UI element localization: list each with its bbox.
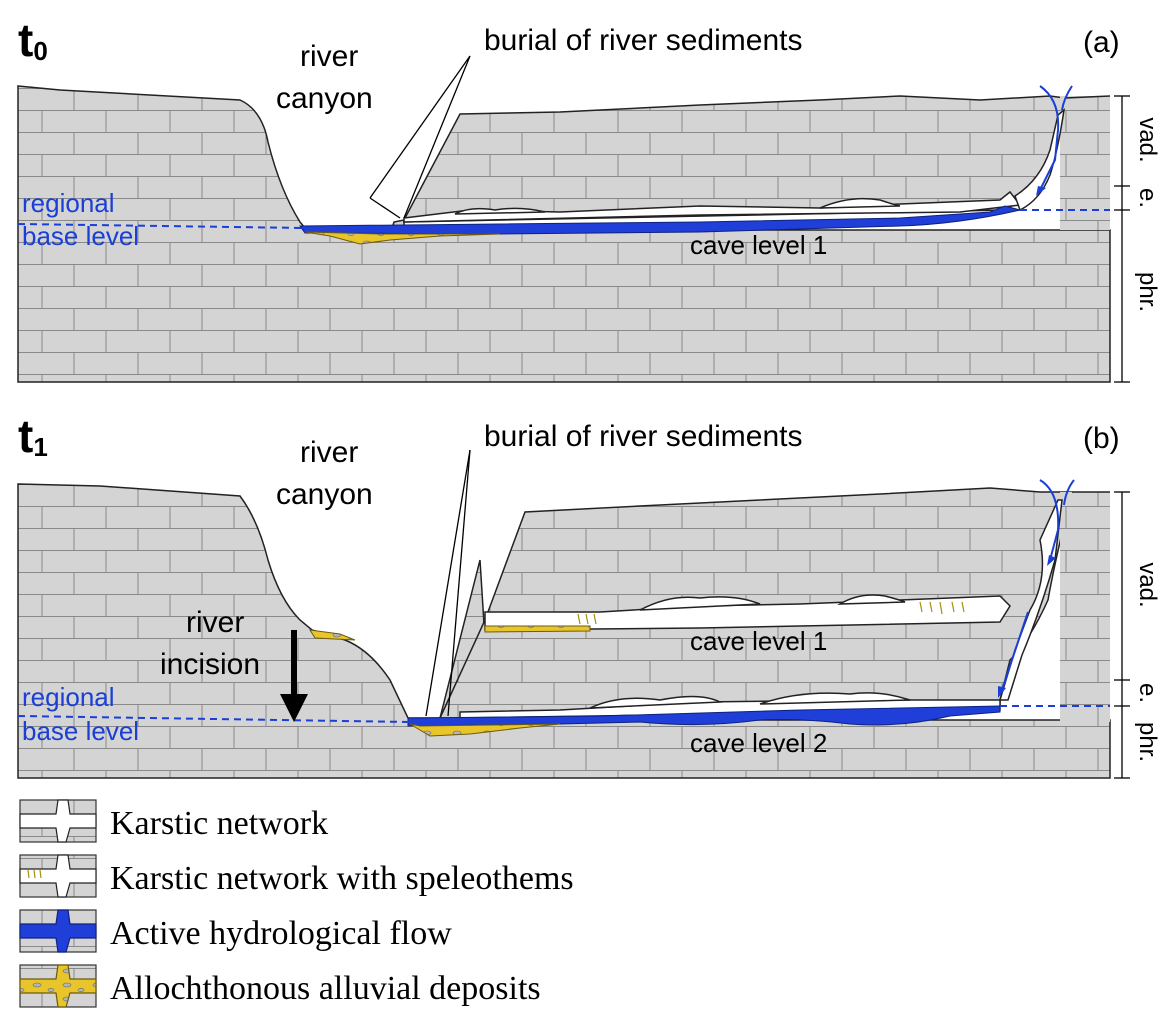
time-label-t0: t0 xyxy=(18,14,48,66)
base-level-line-b xyxy=(17,715,411,723)
panel-letter-b: (b) xyxy=(1083,422,1120,455)
rock-mass-left xyxy=(17,85,1111,383)
legend-swatch-alluvial xyxy=(19,964,97,1008)
zone-phreatic-a: phr. xyxy=(1134,272,1161,312)
legend-label-active-flow: Active hydrological flow xyxy=(110,915,452,952)
legend-label-karstic-network: Karstic network xyxy=(110,805,328,842)
base-level-label-a2: base level xyxy=(22,221,139,251)
alluvial-deposit-a xyxy=(304,231,501,245)
river-canyon-label-b2: canyon xyxy=(276,478,373,511)
panel-letter-a: (a) xyxy=(1083,26,1120,59)
incision-label-1: river xyxy=(186,606,244,639)
cave-level-2-label-b: cave level 2 xyxy=(690,728,827,758)
recharge-arrow-icon xyxy=(1039,85,1060,191)
cave-level-1-label-a: cave level 1 xyxy=(690,230,827,260)
legend: Karstic network Karstic network with spe… xyxy=(19,799,574,1008)
incision-arrow-icon xyxy=(280,630,308,722)
speleothem-icon xyxy=(577,601,965,625)
alluvial-deposit-level1 xyxy=(484,625,591,633)
zone-vadose-a: vad. xyxy=(1134,117,1161,162)
river-canyon-label-a1: river xyxy=(300,40,358,73)
zone-epiphreatic-b: e. xyxy=(1134,683,1161,703)
legend-swatch-active-flow xyxy=(19,909,97,953)
legend-swatch-karstic-network xyxy=(19,799,97,843)
time-label-t1: t1 xyxy=(18,410,48,462)
legend-label-alluvial: Allochthonous alluvial deposits xyxy=(110,970,541,1007)
base-level-label-a1: regional xyxy=(22,188,115,218)
alluvial-terrace-b xyxy=(309,629,356,641)
cave-level-1-label-b: cave level 1 xyxy=(690,626,827,656)
river-canyon-label-b1: river xyxy=(300,436,358,469)
base-level-label-b1: regional xyxy=(22,682,115,712)
zone-phreatic-b: phr. xyxy=(1134,722,1161,762)
alluvial-deposit-b xyxy=(409,723,561,737)
legend-swatch-speleothems xyxy=(19,854,97,898)
base-level-label-b2: base level xyxy=(22,716,139,746)
zone-epiphreatic-a: e. xyxy=(1134,188,1161,208)
burial-label-a: burial of river sediments xyxy=(484,24,802,57)
panel-a: t0 (a) river canyon burial of river sedi… xyxy=(17,14,1161,383)
incision-label-2: incision xyxy=(160,648,260,681)
panel-b: t1 (b) river canyon burial of river sedi… xyxy=(17,410,1161,779)
active-flow-level2 xyxy=(407,705,1001,727)
active-flow-level1 xyxy=(299,205,1021,235)
river-canyon-label-a2: canyon xyxy=(276,82,373,115)
legend-label-speleothems: Karstic network with speleothems xyxy=(110,860,574,897)
cave-passage-upper xyxy=(403,190,1022,223)
burial-label-b: burial of river sediments xyxy=(484,420,802,453)
zone-vadose-b: vad. xyxy=(1134,562,1161,607)
